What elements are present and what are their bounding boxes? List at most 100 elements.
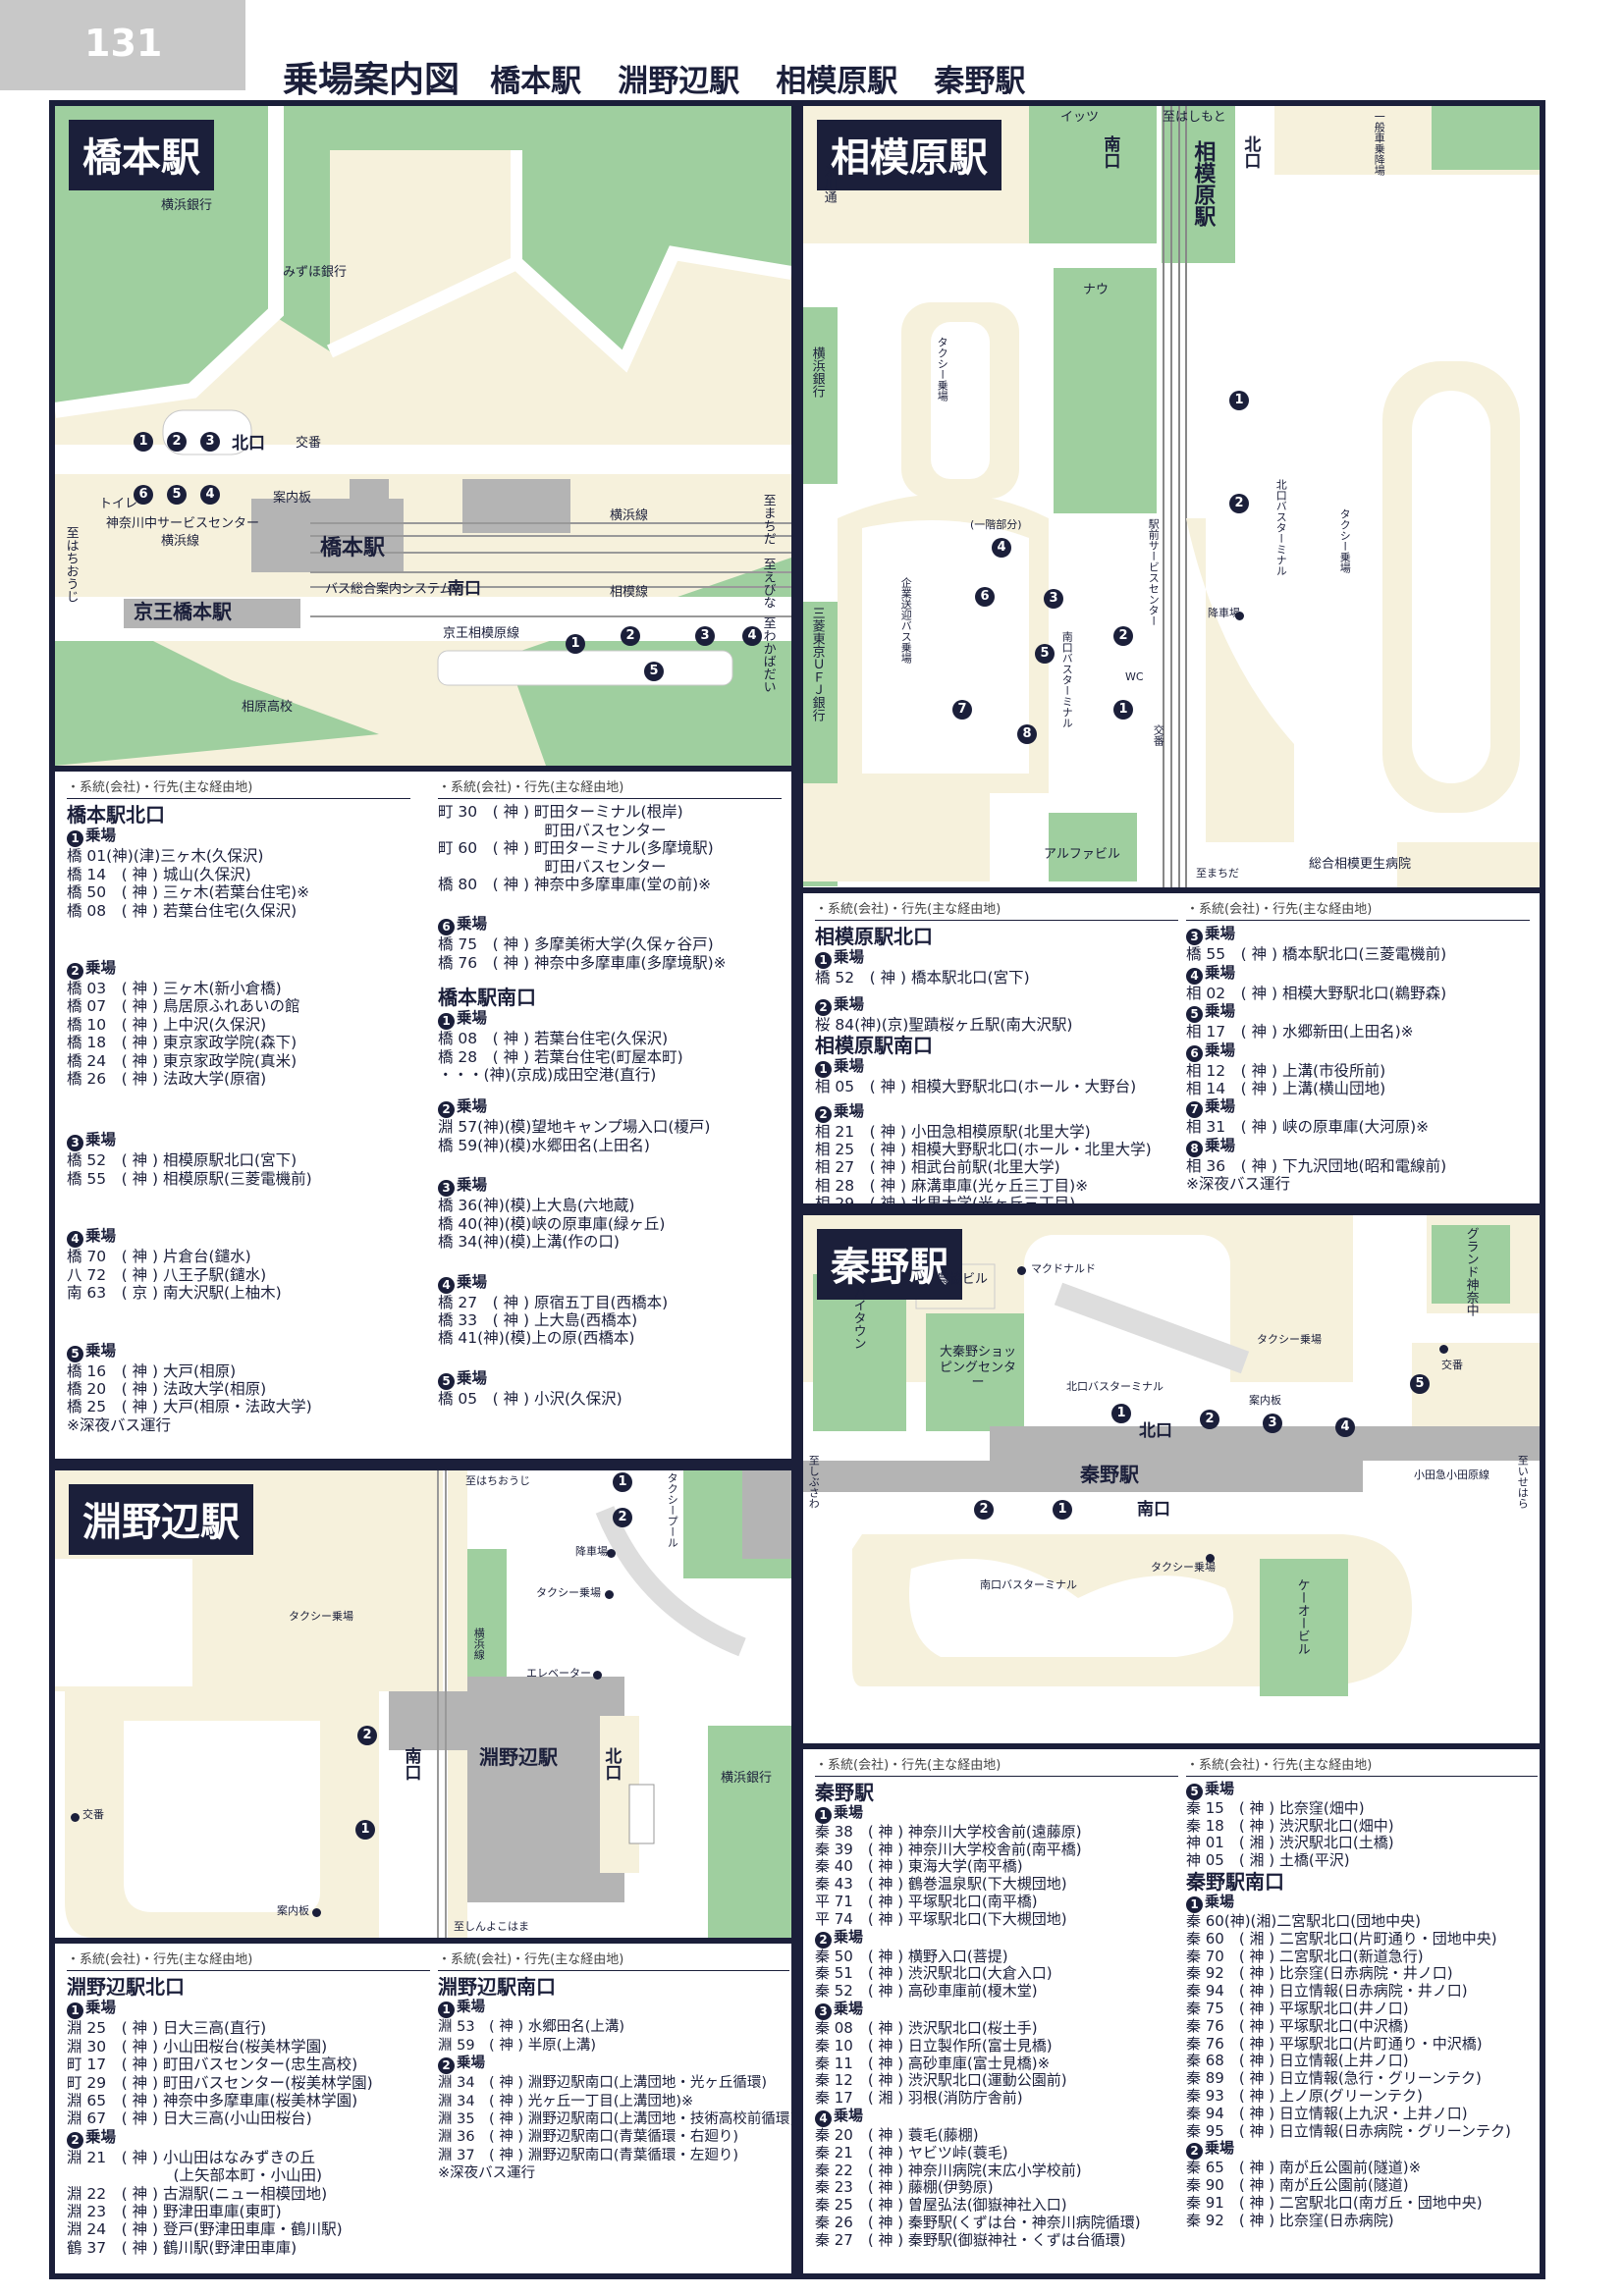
route-line: 秦 91 ( 神 ) 二宮駅北口(南ガ丘・団地中央): [1186, 2193, 1483, 2212]
stop-label: 乗場: [834, 1927, 864, 1946]
route-line: 橋 36(神)(模)上大島(六地蔵): [438, 1197, 635, 1215]
route-line: 秦 92 ( 神 ) 比奈窪(日赤病院): [1186, 2211, 1394, 2229]
spacer: [67, 920, 410, 959]
route-line: 秦 76 ( 神 ) 平塚駅北口(中沢橋): [1186, 2016, 1409, 2035]
route-line: 橋 08 ( 神 ) 若葉台住宅(久保沢): [67, 901, 298, 920]
station-name: 橋本駅南口: [438, 986, 536, 1010]
map-label-kitaguchi: 北口: [601, 1747, 622, 1781]
sagamihara-map: 相模原駅 イッツ 至はしもと 南口 相模原駅 北口 一般車乗降場 氷川通 ナウ …: [803, 106, 1540, 887]
koban-marker: [71, 1813, 80, 1822]
route-line: 相 28 ( 神 ) 麻溝車庫(光ヶ丘三丁目)※: [815, 1176, 1089, 1195]
hadano-south-stop-2: 2: [974, 1500, 994, 1520]
stop-number-icon: 5: [67, 1345, 83, 1362]
map-label-mufg: 三菱東京ＵＦＪ銀行: [809, 607, 825, 721]
sagamihara-stop-7: 7: [952, 700, 972, 720]
map-label-minamiguchi: 南口: [401, 1747, 421, 1781]
hashimoto-north-stop-4: 4: [200, 485, 220, 505]
fuchinobe-title: 淵野辺駅: [69, 1484, 253, 1555]
route-line: 平 71 ( 神 ) 平塚駅北口(南平橋): [815, 1892, 1038, 1910]
hashimoto-north-stop-3: 3: [200, 432, 220, 452]
night-bus-note: ※深夜バス運行: [1186, 1175, 1290, 1194]
map-label-elevator: エレベーター: [526, 1667, 591, 1680]
route-line: 橋 01(神)(津)三ヶ木(久保沢): [67, 847, 264, 866]
station-name: 相模原駅北口: [815, 925, 933, 949]
fuchinobe-south-stop-2: 2: [357, 1726, 377, 1745]
sagamihara-stop-2-south: 2: [1113, 626, 1133, 646]
stop-label: 乗場: [457, 2056, 485, 2072]
map-label-koban: 交番: [296, 436, 322, 451]
route-line: 町 17 ( 神 ) 町田バスセンター(忠生高校): [67, 2056, 358, 2074]
taxi-marker: [605, 1590, 614, 1599]
stop-number-icon: 2: [1186, 2143, 1203, 2161]
stop-number-icon: 1: [67, 2002, 83, 2020]
route-line: 秦 23 ( 神 ) 藤棚(伊勢原): [815, 2178, 994, 2197]
stop-number-icon: 2: [815, 1105, 832, 1123]
stop-label: 乗場: [457, 1368, 488, 1387]
stop-label: 乗場: [1205, 1136, 1236, 1154]
route-line: 橋 59(神)(模)水郷田名(上田名): [438, 1136, 650, 1154]
koban-marker: [1439, 1345, 1448, 1354]
station-name: 相模原駅南口: [815, 1034, 933, 1058]
route-line: 橋 05 ( 神 ) 小沢(久保沢): [438, 1389, 623, 1408]
map-label-yokohama-bank: 横浜銀行: [721, 1771, 773, 1786]
spacer: [438, 1252, 782, 1273]
route-line: 橋 70 ( 神 ) 片倉台(鑓水): [67, 1248, 251, 1266]
annaiban-marker: [312, 1908, 321, 1917]
route-line: 橋 16 ( 神 ) 大戸(相原): [67, 1362, 237, 1380]
spacer: [67, 1088, 410, 1131]
map-label-yokohama-line2: 横浜線: [610, 508, 649, 523]
map-label-hightown: ハイタウン: [850, 1286, 866, 1350]
stop-label: 乗場: [457, 1009, 488, 1028]
stop-label: 乗場: [834, 1999, 864, 2017]
map-label-yokohama-bank: 横浜銀行: [161, 198, 213, 213]
stop-number-icon: 1: [1186, 1896, 1203, 1913]
stop-number-icon: 6: [1186, 1044, 1203, 1062]
hadano-panel: 秦野駅 ハイタウン 農協ビル マクドナルド グランド神奈中 大秦野ショッピングセ…: [797, 1209, 1545, 2279]
route-line: 橋 24 ( 神 ) 東京家政学院(真米): [67, 1051, 298, 1070]
map-label-hospital: 総合相模更生病院: [1309, 857, 1412, 872]
map-label-mizuho-bank: みずほ銀行: [283, 265, 348, 280]
map-label-koban: 交番: [1152, 724, 1165, 746]
map-label-keio-bldg: ケーオービル: [1294, 1578, 1310, 1655]
map-label-kitaguchi: 北口: [1240, 135, 1261, 169]
stop-number-icon: 1: [815, 1806, 832, 1824]
map-label-koban: 交番: [82, 1808, 104, 1821]
page-header: 乗場案内図 橋本駅 淵野辺駅 相模原駅 秦野駅: [283, 51, 1056, 100]
map-label-ohadano: 大秦野ショッピングセンター: [939, 1345, 1016, 1391]
route-line: 橋 55 ( 神 ) 相模原駅(三菱電機前): [67, 1169, 312, 1188]
route-line: 橋 52 ( 神 ) 橋本駅北口(宮下): [815, 969, 1030, 988]
route-line: 八 72 ( 神 ) 八王子駅(鑓水): [67, 1265, 267, 1284]
sagamihara-stop-5: 5: [1035, 644, 1055, 664]
hashimoto-north-stop-6: 6: [134, 485, 153, 505]
map-label-to-isehara: 至いせはら: [1516, 1455, 1530, 1509]
stop-number-icon: 5: [1186, 1783, 1203, 1800]
route-line: 橋 55 ( 神 ) 橋本駅北口(三菱電機前): [1186, 945, 1447, 964]
map-label-nau: ナウ: [1083, 283, 1110, 297]
map-label-to-shibusawa: 至しぶさわ: [807, 1455, 821, 1509]
route-line: 淵 21 ( 神 ) 小山田はなみずきの丘: [67, 2148, 316, 2166]
route-line: 平 74 ( 神 ) 平塚駅北口(下大槻団地): [815, 1909, 1067, 1928]
route-line: 秦 26 ( 神 ) 秦野駅(くずは台・神奈川病院循環): [815, 2213, 1141, 2231]
elevator-marker: [593, 1671, 602, 1680]
stop-label: 乗場: [85, 827, 117, 845]
stop-label: 乗場: [834, 1101, 865, 1120]
map-label-wc: WC: [1125, 670, 1144, 683]
route-line: 秦 15 ( 神 ) 比奈窪(畑中): [1186, 1798, 1365, 1817]
stop-label: 乗場: [834, 1057, 865, 1076]
map-label-to-hachioji: 至はちおうじ: [63, 526, 79, 603]
route-line: 秦 39 ( 神 ) 神奈川大学校舎前(南平橋): [815, 1840, 1082, 1858]
spacer: [67, 1303, 410, 1342]
route-line: 淵 57(神)(模)望地キャンプ場入口(榎戸): [438, 1118, 711, 1137]
map-label-kitaguchi-terminal: 北口バスターミナル: [1274, 479, 1288, 576]
map-label-minami-terminal: 南口バスターミナル: [980, 1578, 1077, 1591]
map-label-kitaguchi: 北口: [1139, 1421, 1172, 1441]
